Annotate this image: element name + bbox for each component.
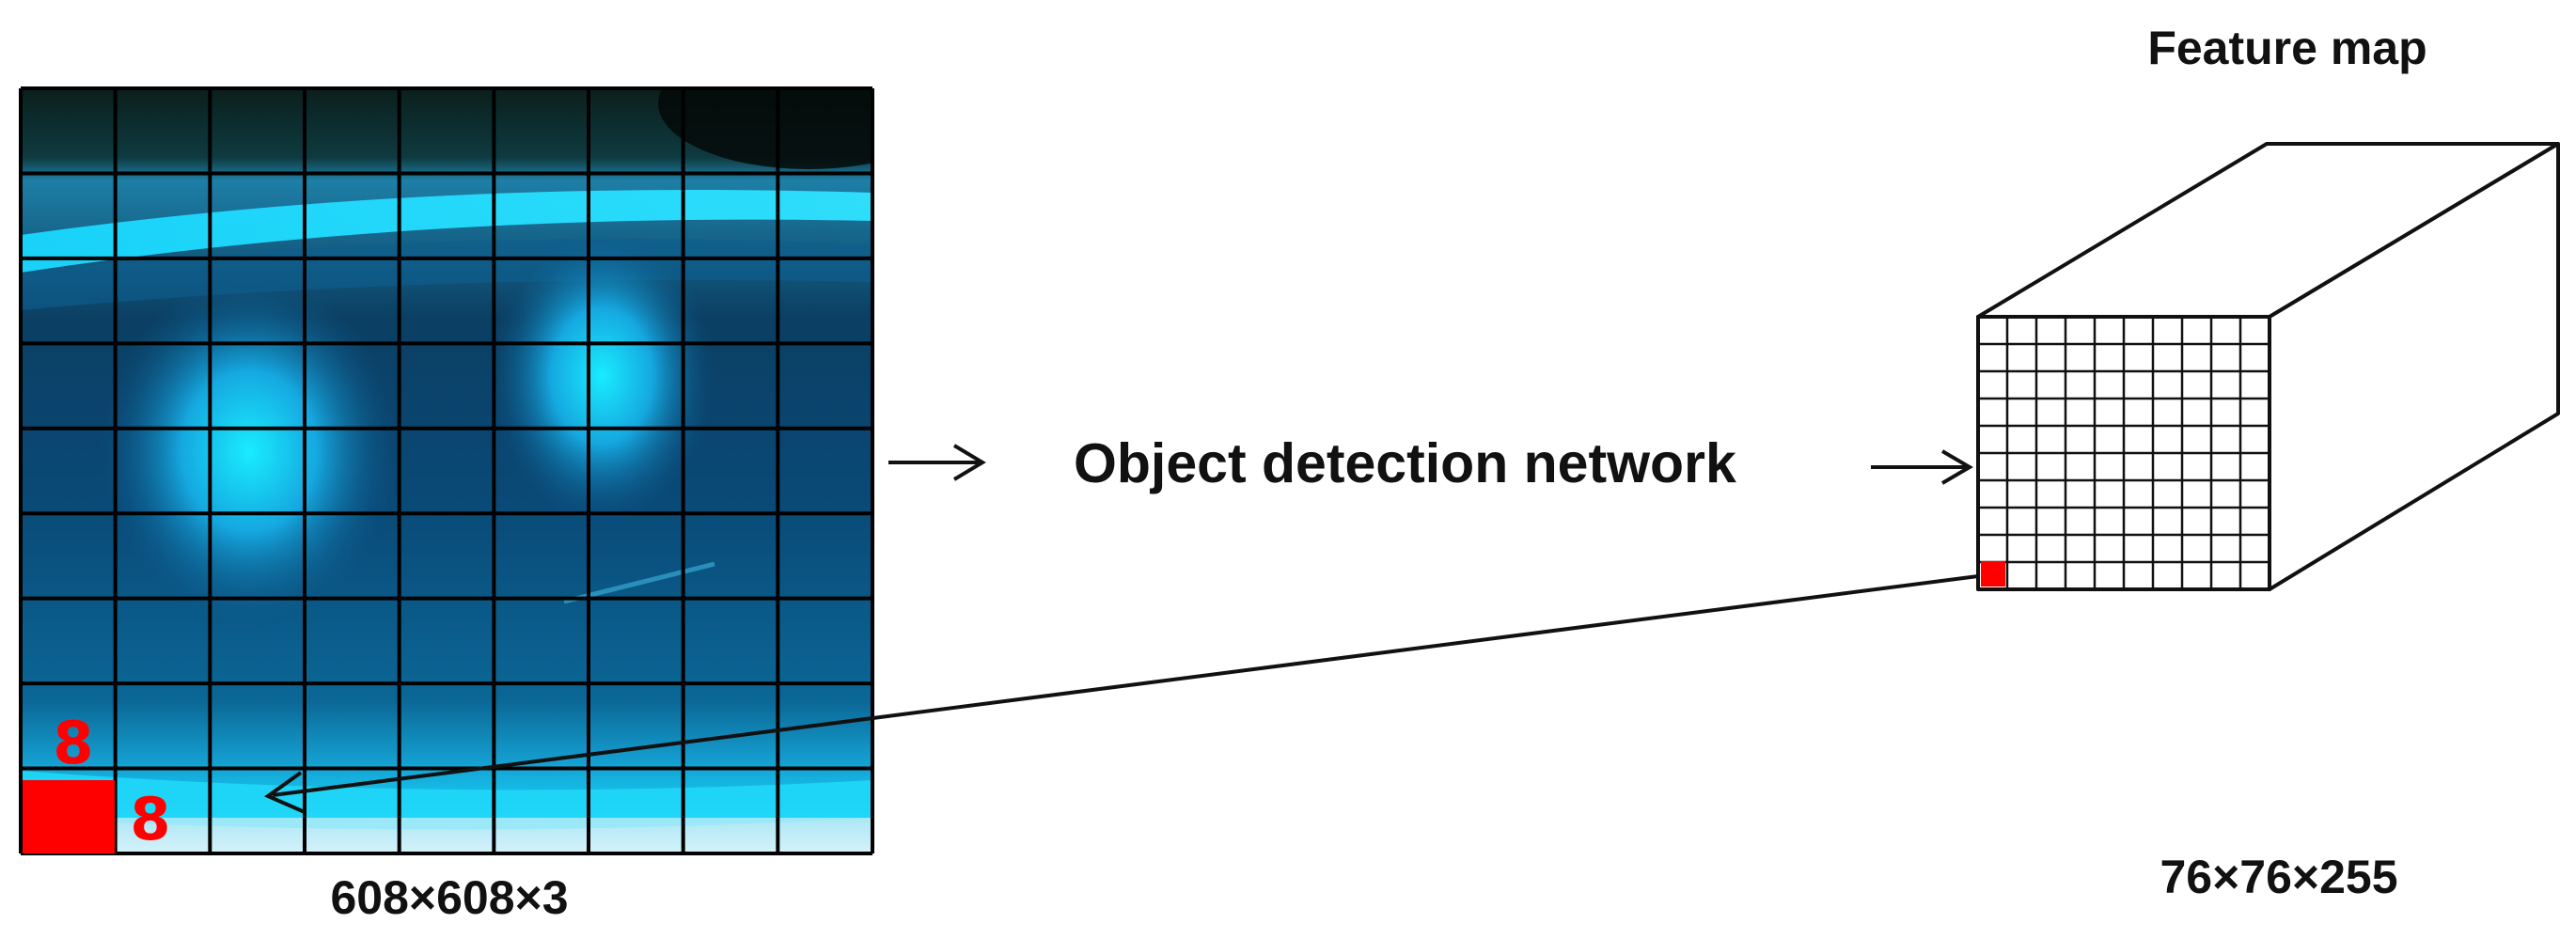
feature-map-highlighted-cell [1981,561,2005,587]
input-image: 8 8 608×608×3 [19,86,874,924]
feature-map-grid [1976,315,2271,591]
highlighted-cell [23,780,115,853]
feature-map-title: Feature map [2147,22,2427,74]
network-label: Object detection network [1074,432,1736,494]
network-to-feature-arrow-icon [1871,449,1973,485]
cell-width-label: 8 [130,785,170,853]
input-image-size-label: 608×608×3 [330,871,568,924]
input-image-photo [21,88,872,853]
image-grid [19,86,874,855]
right-arrow-icon [888,444,986,481]
diagonal-arrow-icon [263,574,1979,814]
feature-map-dims-label: 76×76×255 [2160,851,2397,903]
cell-height-label: 8 [53,709,93,777]
